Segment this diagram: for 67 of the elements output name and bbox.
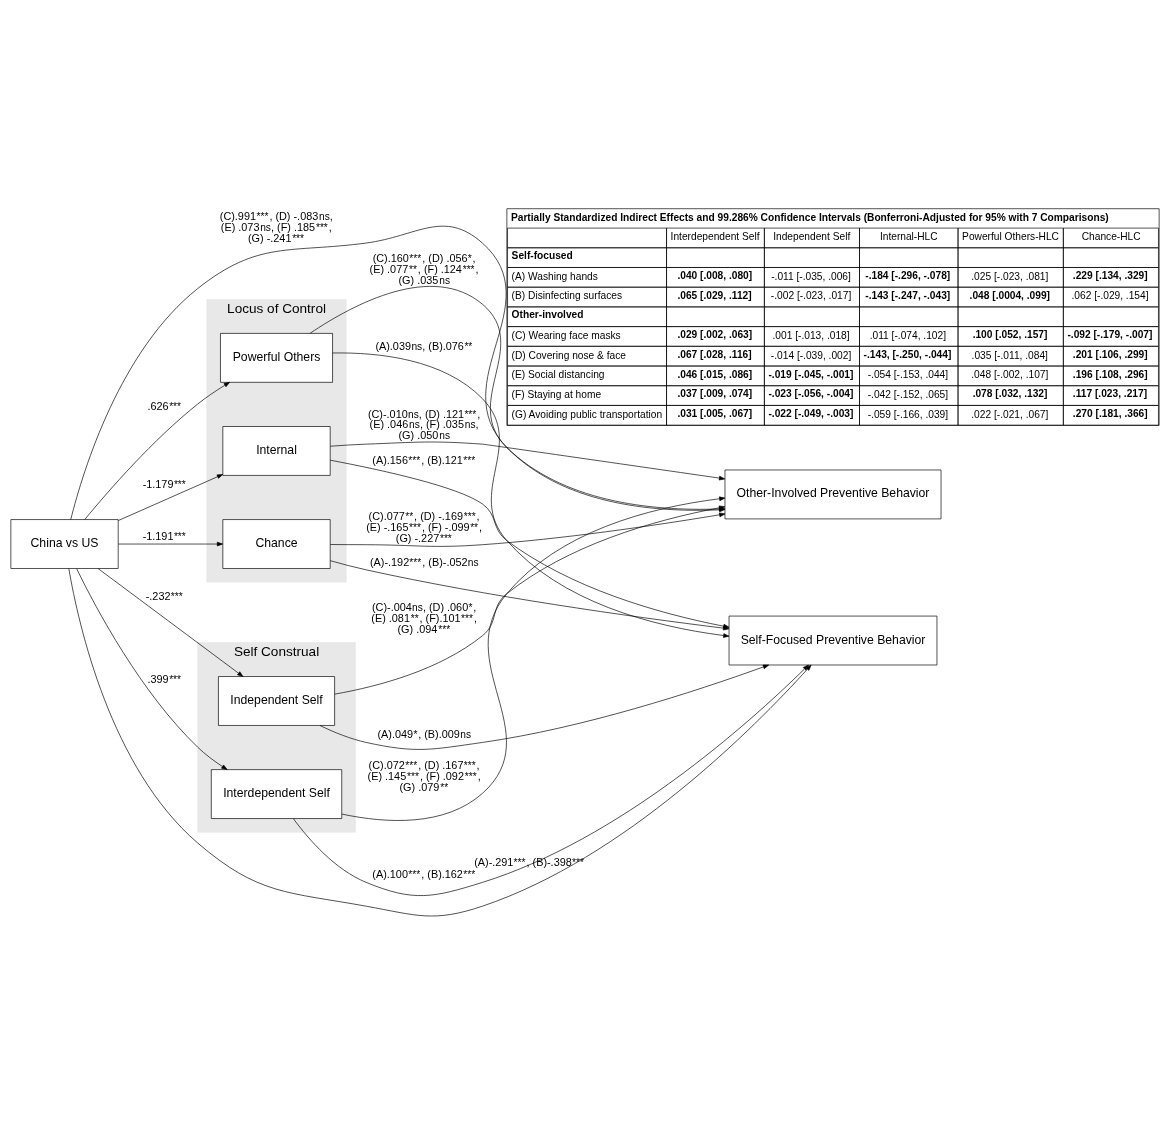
label: Powerful Others-HLC — [962, 231, 1059, 243]
edge-label: (C).991***, (D) -.083ns, (E) .073ns, (F) .185***, (G) -.241*** — [219, 210, 333, 245]
label: (E) Social distancing — [511, 369, 605, 381]
label: -.092 [-.179, -.007] — [1067, 329, 1153, 341]
edge-label: .626*** — [147, 400, 182, 413]
edge-label: (A)-.291***, (B)-.398*** — [474, 855, 584, 868]
label: -.143 [-.247, -.043] — [865, 289, 951, 301]
label: .001 [-.013, .018] — [772, 329, 850, 341]
edge-label: -1.191*** — [142, 529, 186, 542]
label: -.011 [-.035, .006] — [771, 270, 851, 282]
label: -.014 [-.039, .002] — [770, 349, 852, 361]
label: .035 [-.011, .084] — [971, 349, 1048, 361]
label: .065 [.029, .112] — [677, 289, 752, 301]
label: Chance-HLC — [1081, 231, 1141, 243]
edge-label: (C).077**, (D) -.169***, (E) -.165***, (F) -.099**, (G) -.227*** — [366, 510, 483, 544]
label: .048 [.0004, .099] — [969, 289, 1051, 301]
label: .022 [-.021, .067] — [971, 408, 1049, 420]
label: -.184 [-.296, -.078] — [865, 270, 951, 282]
label: Internal-HLC — [879, 231, 938, 243]
label: .100 [.052, .157] — [972, 329, 1048, 341]
edge-label: (C)-.010ns, (D) .121***, (E) .046ns, (F) .035ns, (G) .050ns — [367, 407, 481, 442]
label: .196 [.108, .296] — [1072, 368, 1148, 380]
label: .011 [-.074, .102] — [869, 329, 946, 341]
label: (A) Washing hands — [511, 270, 598, 282]
label: .040 [.008, .080] — [677, 270, 753, 282]
label: -.019 [-.045, -.001] — [768, 368, 854, 380]
label: .201 [.106, .299] — [1072, 348, 1148, 360]
label: .046 [.015, .086] — [677, 368, 753, 380]
label: .270 [.181, .366] — [1072, 407, 1148, 419]
label: Other-involved — [511, 309, 584, 321]
label: Independent Self — [773, 231, 851, 243]
edge-label: (A).100***, (B).162*** — [372, 868, 476, 881]
edge-label: (C).072***, (D) .167***, (E) .145***, (F) .092***, (G) .079** — [367, 758, 481, 793]
label: -.002 [-.023, .017] — [770, 290, 852, 302]
label: .037 [.009, .074] — [677, 388, 753, 400]
label: (G) Avoiding public transportation — [511, 408, 663, 420]
label: .062 [-.029, .154] — [1071, 290, 1149, 302]
label: (B) Disinfecting surfaces — [511, 290, 623, 302]
edge-label: (A).049*, (B).009ns — [377, 728, 472, 741]
edge-label: (A).156***, (B).121*** — [372, 454, 476, 467]
label: .229 [.134, .329] — [1072, 270, 1148, 282]
label: .031 [.005, .067] — [677, 407, 753, 419]
label: .067 [.028, .116] — [677, 348, 752, 360]
label: .048 [-.002, .107] — [971, 369, 1049, 381]
label: -.059 [-.166, .039] — [867, 408, 949, 420]
label: (F) Staying at home — [511, 388, 602, 400]
label: Self-focused — [511, 250, 573, 262]
edge-label: -1.179*** — [142, 478, 186, 491]
edge-label: (A)-.192***, (B)-.052ns — [369, 555, 479, 568]
label: .025 [-.023, .081] — [971, 270, 1049, 282]
edge-label: (C)-.004ns, (D) .060*, (E) .081**, (F).101***, (G) .094*** — [371, 601, 477, 635]
edge-label: (A).039ns, (B).076** — [375, 340, 473, 353]
label: .029 [.002, .063] — [677, 329, 753, 341]
label: (D) Covering nose & face — [511, 349, 627, 361]
label: Interdependent Self — [670, 231, 760, 243]
edge-label: (C).160***, (D) .056*, (E) .077**, (F) .124***, (G) .035ns — [369, 251, 479, 286]
label: -.054 [-.153, .044] — [867, 369, 949, 381]
label: Partially Standardized Indirect Effects and 99.286% Confidence Intervals (Bonferroni-Adjusted for 95% with 7 Comparisons) — [510, 211, 1109, 223]
label: -.022 [-.049, -.003] — [768, 407, 854, 419]
label: .078 [.032, .132] — [972, 388, 1048, 400]
edge-label: .399*** — [147, 672, 182, 685]
edge-label: -.232*** — [145, 590, 183, 603]
label: .117 [.023, .217] — [1072, 388, 1148, 400]
label: -.143, [-.250, -.044] — [863, 348, 952, 360]
label: -.042 [-.152, .065] — [867, 388, 949, 400]
label: (C) Wearing face masks — [511, 329, 621, 341]
label: -.023 [-.056, -.004] — [768, 388, 854, 400]
